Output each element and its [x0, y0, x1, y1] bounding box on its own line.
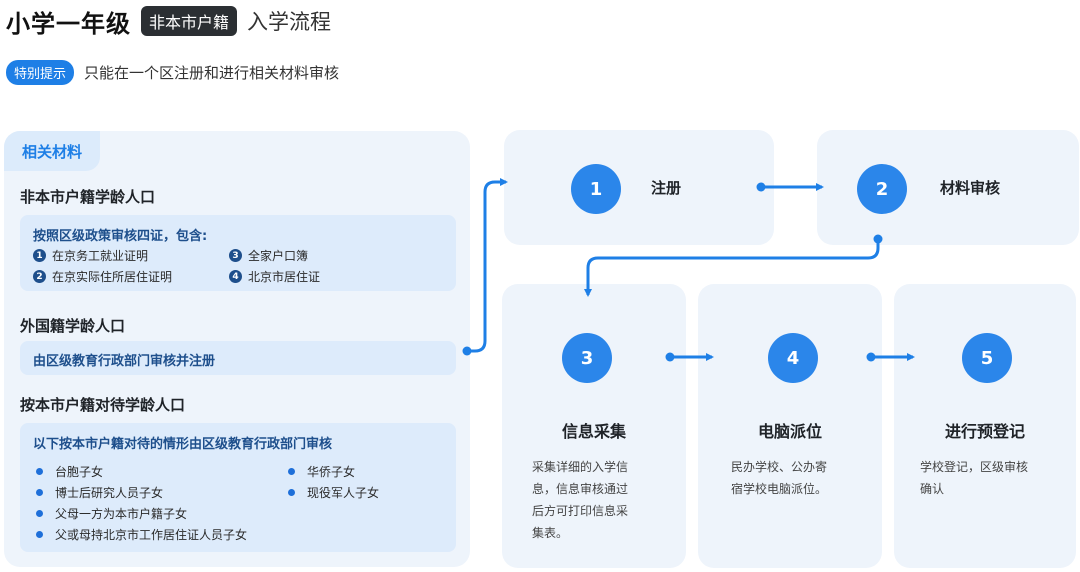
list-item: 博士后研究人员子女: [36, 484, 163, 501]
page-header: 小学一年级 非本市户籍 入学流程: [6, 4, 331, 38]
notice-text: 只能在一个区注册和进行相关材料审核: [84, 64, 340, 82]
foreign-review-box: 由区级教育行政部门审核并注册: [20, 341, 456, 375]
treated-as-local-box: 以下按本市户籍对待的情形由区级教育行政部门审核 台胞子女 博士后研究人员子女 父…: [20, 423, 456, 552]
number-icon: 4: [229, 270, 242, 283]
list-item: 现役军人子女: [288, 484, 379, 501]
bullet-icon: [288, 489, 295, 496]
step-desc-pre-registration: 学校登记，区级审核 确认: [920, 460, 1029, 496]
list-item: 2 在京实际住所居住证明: [33, 268, 172, 285]
page-title: 小学一年级: [6, 9, 131, 38]
step-label-info-collection: 信息采集: [561, 422, 626, 441]
step-desc-info-collection: 采集详细的入学信 息，信息审核通过 后方可打印信息采 集表。: [532, 460, 629, 540]
step-card-material-review: 2 材料审核: [817, 130, 1079, 245]
step-label-register: 注册: [651, 179, 682, 197]
number-icon: 3: [229, 249, 242, 262]
bullet-icon: [36, 489, 43, 496]
notice-badge: 特别提示: [6, 60, 75, 85]
title-badge: 非本市户籍: [141, 6, 238, 36]
step-number-1: 1: [571, 164, 621, 214]
step-card-info-collection: 3 信息采集 采集详细的入学信 息，信息审核通过 后方可打印信息采 集表。: [502, 284, 686, 568]
step-label-pre-registration: 进行预登记: [944, 422, 1025, 441]
bullet-icon: [36, 510, 43, 517]
list-item: 1 在京务工就业证明: [33, 247, 148, 264]
step-label-material-review: 材料审核: [940, 179, 1001, 197]
step-number-3: 3: [562, 333, 612, 383]
section-heading-foreign: 外国籍学龄人口: [20, 317, 126, 335]
bullet-icon: [288, 468, 295, 475]
step-label-computer-allocation: 电脑派位: [757, 422, 822, 441]
step-card-register: 1 注册: [504, 130, 774, 245]
step-number-4: 4: [768, 333, 818, 383]
number-icon: 1: [33, 249, 46, 262]
special-notice: 特别提示 只能在一个区注册和进行相关材料审核: [6, 60, 339, 85]
step-card-computer-allocation: 4 电脑派位 民办学校、公办寄 宿学校电脑派位。: [698, 284, 882, 568]
four-certificates-title: 按照区级政策审核四证，包含:: [33, 229, 208, 244]
step-card-pre-registration: 5 进行预登记 学校登记，区级审核 确认: [894, 284, 1076, 568]
four-certificates-box: 按照区级政策审核四证，包含: 1 在京务工就业证明 2 在京实际住所居住证明 3…: [20, 215, 456, 291]
bullet-icon: [36, 468, 43, 475]
list-item: 3 全家户口簿: [229, 247, 308, 264]
list-item: 台胞子女: [36, 463, 103, 480]
list-item: 父母一方为本市户籍子女: [36, 505, 187, 522]
list-item: 华侨子女: [288, 463, 355, 480]
bullet-icon: [36, 531, 43, 538]
list-item: 父或母持北京市工作居住证人员子女: [36, 526, 247, 543]
materials-panel: 相关材料 非本市户籍学龄人口 按照区级政策审核四证，包含: 1 在京务工就业证明…: [4, 131, 470, 567]
step-number-5: 5: [962, 333, 1012, 383]
foreign-review-text: 由区级教育行政部门审核并注册: [33, 354, 216, 369]
list-item: 4 北京市居住证: [229, 268, 320, 285]
number-icon: 2: [33, 270, 46, 283]
section-heading-treated-as-local: 按本市户籍对待学龄人口: [20, 396, 186, 414]
step-number-2: 2: [857, 164, 907, 214]
step-desc-computer-allocation: 民办学校、公办寄 宿学校电脑派位。: [731, 460, 828, 496]
materials-tab: 相关材料: [4, 131, 100, 171]
section-heading-nonlocal: 非本市户籍学龄人口: [20, 188, 156, 206]
treated-as-local-title: 以下按本市户籍对待的情形由区级教育行政部门审核: [33, 437, 333, 452]
title-suffix: 入学流程: [247, 10, 332, 34]
